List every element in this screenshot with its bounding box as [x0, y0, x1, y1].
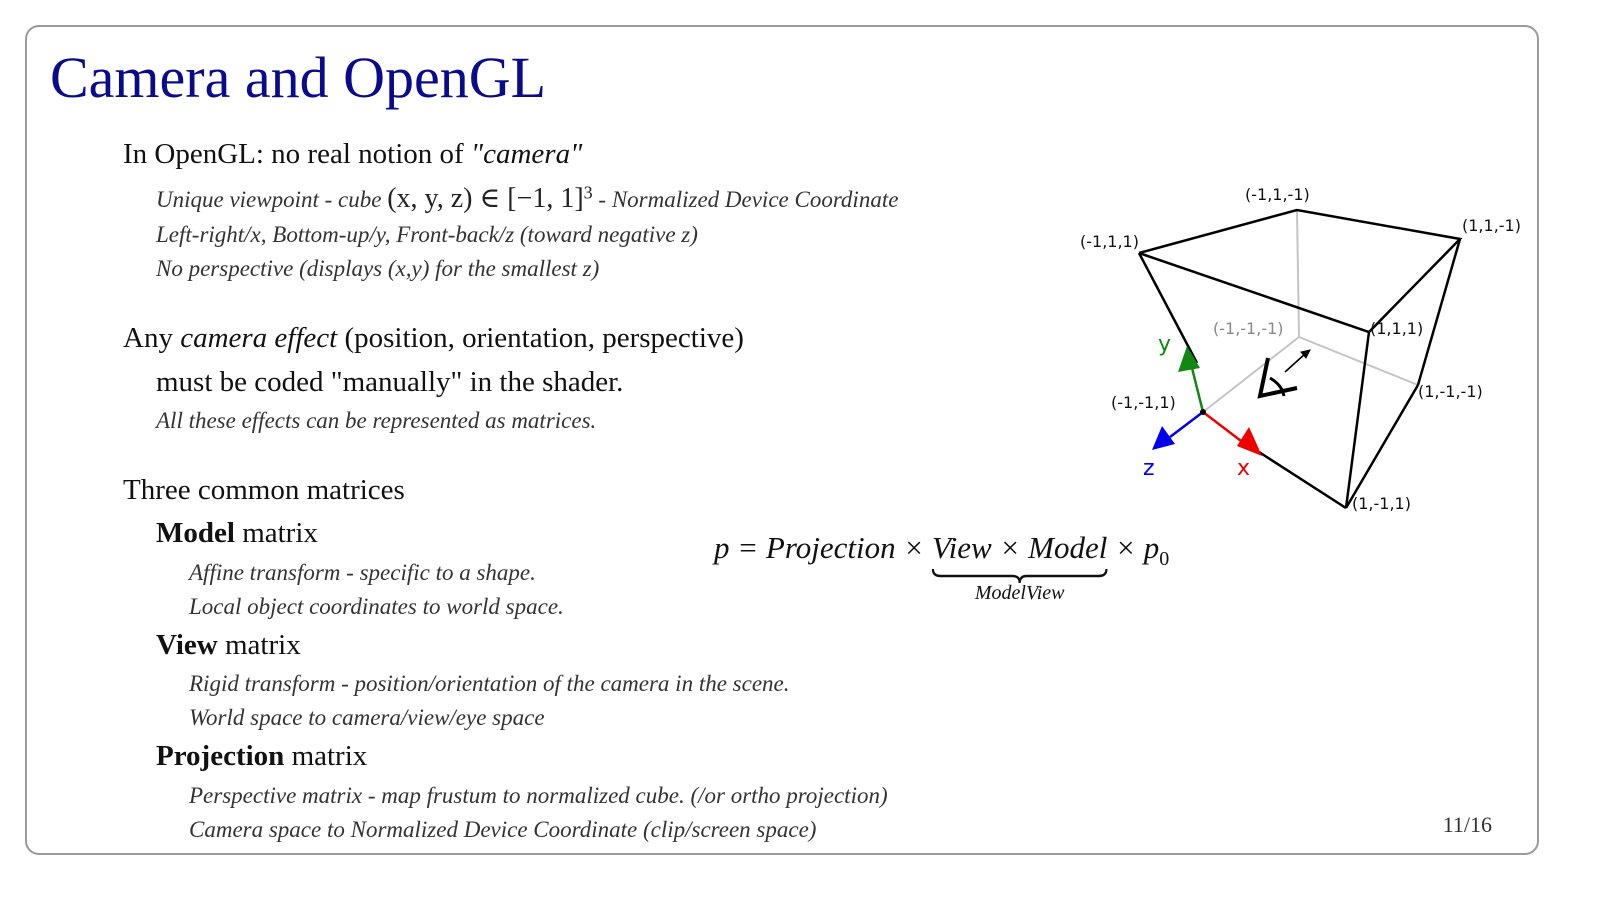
- equation-subscript: 0: [1159, 548, 1170, 571]
- math-exponent: 3: [583, 182, 593, 203]
- x-axis-arrow: [1237, 427, 1262, 456]
- vertex-label: (1,1,-1): [1462, 216, 1521, 235]
- heading-text: (position, orientation, perspective): [337, 322, 744, 354]
- eye-icon: [1257, 349, 1311, 399]
- projection-matrix-heading: Projection matrix: [156, 740, 367, 773]
- section2-line2: must be coded "manually" in the shader.: [156, 366, 624, 398]
- projection-line: Perspective matrix - map frustum to norm…: [189, 783, 888, 808]
- vertex-label: (1,-1,-1): [1418, 382, 1483, 401]
- z-axis-arrow: [1152, 426, 1175, 450]
- heading-text: matrix: [234, 517, 318, 549]
- vertex-label: (-1,-1,1): [1111, 393, 1176, 412]
- vertex-label: (-1,1,1): [1080, 232, 1139, 251]
- model-line: Affine transform - specific to a shape.: [189, 560, 536, 585]
- line-text: - Normalized Device Coordinate: [592, 187, 899, 212]
- equation-right: × p: [1107, 530, 1160, 565]
- section1-heading: In OpenGL: no real notion of "camera": [123, 138, 582, 171]
- section2-line3: All these effects can be represented as …: [156, 408, 597, 433]
- heading-emphasis: camera effect: [180, 322, 338, 354]
- view-matrix-heading: View matrix: [156, 629, 301, 662]
- z-axis-label: z: [1143, 456, 1155, 481]
- projection-line: Camera space to Normalized Device Coordi…: [189, 817, 817, 842]
- heading-emphasis: "camera": [470, 138, 583, 170]
- model-line: Local object coordinates to world space.: [189, 594, 564, 619]
- visible-edges: [1137, 208, 1463, 510]
- line-text: Unique viewpoint - cube: [156, 187, 388, 212]
- slide-title: Camera and OpenGL: [50, 45, 547, 110]
- model-matrix-heading: Model matrix: [156, 517, 318, 550]
- bold-term: Projection: [156, 740, 285, 772]
- hidden-edges: [1202, 209, 1419, 413]
- brace-label: ModelView: [974, 582, 1065, 604]
- vertex-labels: (-1,1,-1) (1,1,-1) (-1,1,1) (-1,-1,-1) (…: [1080, 185, 1521, 513]
- vertex-label: (-1,-1,-1): [1213, 319, 1284, 338]
- section3-heading: Three common matrices: [123, 474, 405, 506]
- view-line: Rigid transform - position/orientation o…: [189, 671, 790, 696]
- heading-text: matrix: [284, 740, 368, 772]
- bold-term: View: [156, 629, 218, 661]
- heading-text: Any: [123, 322, 181, 354]
- vertex-label: (1,-1,1): [1352, 494, 1411, 513]
- vertex-label: (-1,1,-1): [1245, 185, 1310, 204]
- underbrace-icon: [931, 568, 1108, 584]
- heading-text: In OpenGL: no real notion of: [123, 138, 471, 170]
- y-axis-label: y: [1158, 332, 1171, 357]
- bold-term: Model: [156, 517, 235, 549]
- ndc-cube-math: (x, y, z) ∈ [−1, 1]: [387, 183, 584, 214]
- y-axis-arrow: [1178, 346, 1200, 372]
- equation-left: p = Projection ×: [714, 530, 933, 565]
- heading-text: matrix: [217, 629, 301, 661]
- section1-line2: Left-right/x, Bottom-up/y, Front-back/z …: [156, 222, 698, 247]
- vertex-label: (1,1,1): [1370, 319, 1423, 338]
- x-axis-label: x: [1237, 456, 1250, 481]
- view-line: World space to camera/view/eye space: [189, 705, 545, 730]
- equation-braced-text: View × Model: [932, 530, 1108, 565]
- page-number: 11/16: [1442, 812, 1492, 837]
- slide-frame: [25, 25, 1539, 855]
- section1-line3: No perspective (displays (x,y) for the s…: [156, 256, 600, 281]
- axes: y x z: [1143, 332, 1262, 481]
- section2-heading: Any camera effect (position, orientation…: [123, 322, 744, 355]
- section1-line1: Unique viewpoint - cube (x, y, z) ∈ [−1,…: [156, 181, 898, 215]
